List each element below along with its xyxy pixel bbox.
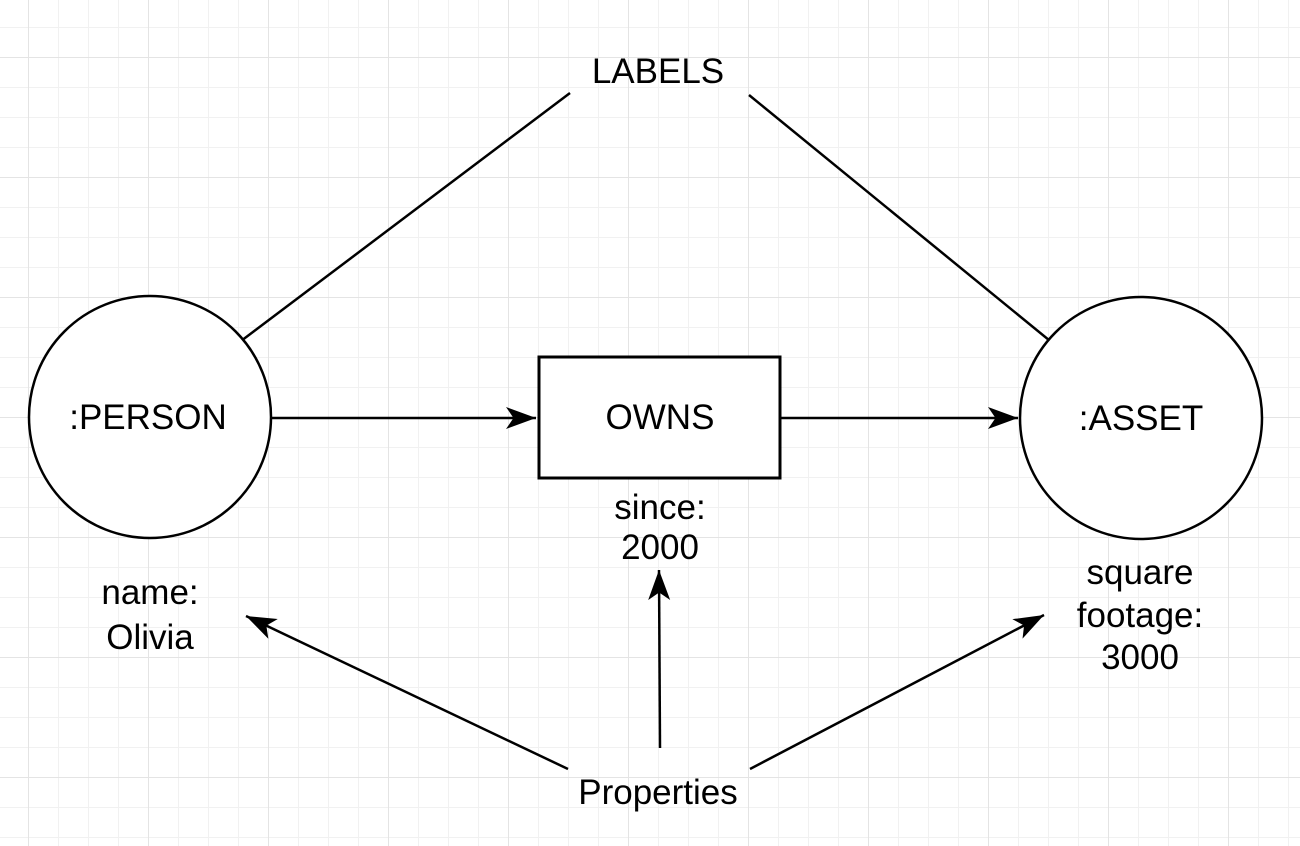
- person-property-line-2[interactable]: Olivia: [106, 618, 194, 657]
- arrow-properties-to-footage[interactable]: [749, 613, 1045, 771]
- properties-annotation-title[interactable]: Properties: [578, 773, 738, 812]
- person-node-circle[interactable]: [27, 294, 273, 540]
- owns-relationship-box[interactable]: [537, 355, 782, 480]
- person-node-label[interactable]: :PERSON: [69, 398, 227, 437]
- arrow-labels-to-person[interactable]: [183, 92, 571, 385]
- asset-node-circle[interactable]: [1018, 295, 1264, 541]
- owns-relationship-label[interactable]: OWNS: [606, 398, 715, 437]
- arrow-properties-to-name[interactable]: [245, 614, 569, 771]
- asset-property-line-3[interactable]: 3000: [1101, 638, 1179, 677]
- arrow-properties-to-since[interactable]: [648, 569, 671, 749]
- asset-property-line-1[interactable]: square: [1086, 553, 1193, 592]
- labels-annotation-title[interactable]: LABELS: [592, 52, 724, 91]
- asset-node-label[interactable]: :ASSET: [1079, 399, 1203, 438]
- asset-property-line-2[interactable]: footage:: [1077, 596, 1204, 635]
- owns-property-line-1[interactable]: since:: [614, 488, 705, 527]
- arrow-labels-to-asset[interactable]: [748, 94, 1105, 386]
- person-property-line-1[interactable]: name:: [101, 573, 198, 612]
- owns-property-line-2[interactable]: 2000: [621, 528, 699, 567]
